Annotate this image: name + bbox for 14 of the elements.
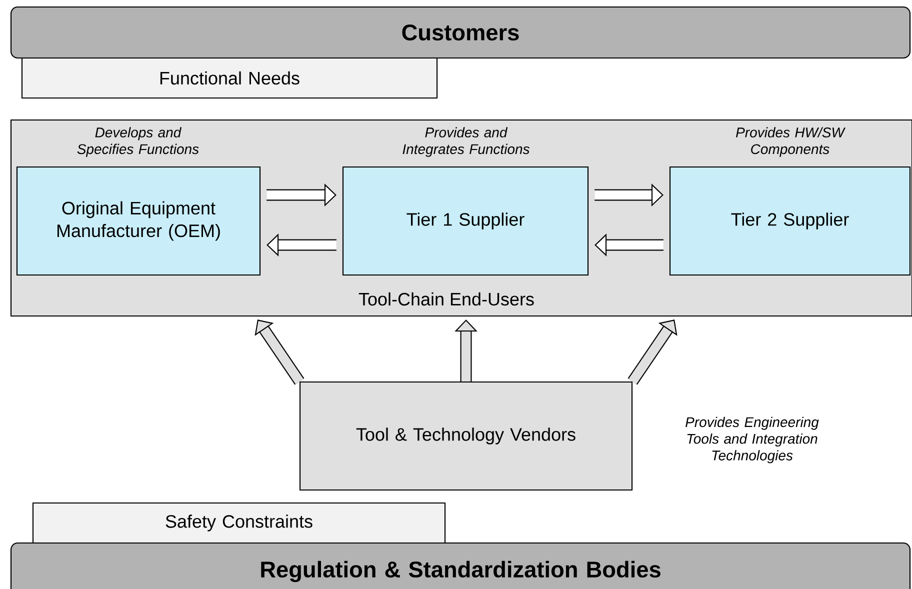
header-band: Regulation & Standardization Bodies xyxy=(10,542,911,589)
block-arrow xyxy=(628,320,678,385)
annotation-text: Provides Engineering Tools and Integration Technologies xyxy=(686,416,819,464)
tab-box: Functional Needs xyxy=(21,57,438,99)
annotation-text: Provides HW/SW Components xyxy=(736,127,846,157)
process-box: Tool & Technology Vendors xyxy=(299,381,633,491)
header-band: Customers xyxy=(10,6,911,59)
process-box: Original Equipment Manufacturer (OEM) xyxy=(16,166,261,276)
block-arrow xyxy=(254,320,304,385)
annotation-text: Provides and Integrates Functions xyxy=(402,127,530,157)
tab-box: Safety Constraints xyxy=(32,502,446,544)
process-box: Tier 2 Supplier xyxy=(669,166,911,276)
process-box: Tier 1 Supplier xyxy=(342,166,589,276)
annotation-text: Develops and Specifies Functions xyxy=(77,127,199,157)
